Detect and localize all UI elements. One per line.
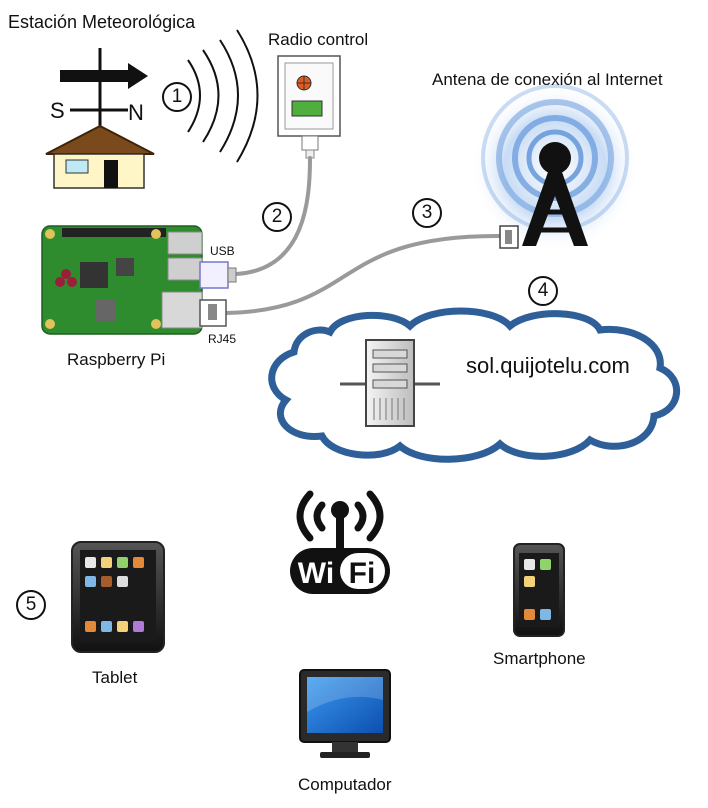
wifi-logo-wi: Wi	[298, 557, 334, 590]
radio-waves-icon	[187, 29, 259, 163]
remote-control-icon	[277, 55, 341, 159]
house-icon	[45, 124, 155, 189]
north-label: N	[128, 100, 144, 125]
cloud-icon	[268, 307, 680, 463]
rj45-label: RJ45	[208, 332, 237, 346]
wifi-logo-icon: Wi Fi	[290, 490, 390, 594]
step-marker-3: 3	[412, 198, 442, 228]
usb-label: USB	[210, 244, 235, 258]
step-marker-1: 1	[162, 82, 192, 112]
cable-lines	[224, 156, 502, 315]
antenna-label: Antena de conexión al Internet	[432, 70, 663, 89]
tablet-label: Tablet	[92, 668, 138, 687]
station-label: Estación Meteorológica	[8, 12, 196, 32]
radio-control-label: Radio control	[268, 30, 369, 49]
computer-label: Computador	[298, 775, 392, 794]
server-domain-label: sol.quijotelu.com	[466, 353, 630, 378]
server-icon	[340, 339, 440, 427]
weather-vane-icon	[60, 48, 148, 130]
raspberry-pi-board-icon	[41, 225, 237, 335]
antenna-tower-icon	[471, 84, 639, 252]
smartphone-label: Smartphone	[493, 649, 586, 668]
wifi-logo-fi: Fi	[349, 557, 376, 590]
raspberry-pi-label: Raspberry Pi	[67, 350, 166, 369]
step-marker-5: 5	[16, 590, 46, 620]
smartphone-icon	[513, 543, 565, 637]
south-label: S	[50, 98, 65, 123]
tablet-icon	[71, 541, 165, 653]
monitor-icon	[299, 669, 391, 758]
step-marker-4: 4	[528, 276, 558, 306]
step-marker-2: 2	[262, 202, 292, 232]
